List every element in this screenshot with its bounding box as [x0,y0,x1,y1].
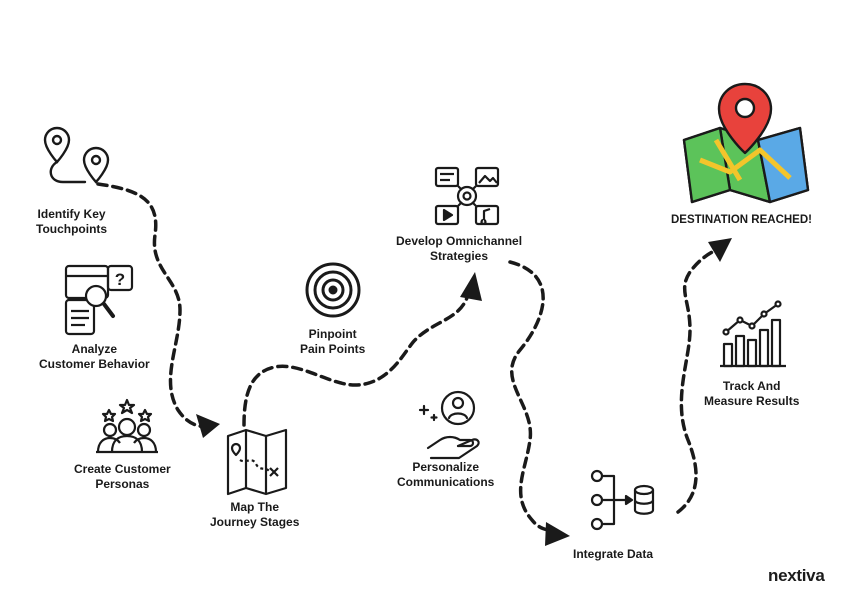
hand-user-icon [418,390,480,460]
arrowhead-2 [460,272,482,301]
group-stars-icon [96,398,158,454]
rising-bar-chart-icon [720,300,786,368]
step-label-integrate: Integrate Data [573,547,654,561]
treasure-map-icon [226,428,288,496]
journey-path-segment-3 [508,260,554,532]
brand-logo: nextiva [768,566,825,585]
journey-path-segment-2 [242,293,470,427]
journey-path-segment-1 [96,182,214,429]
arrowhead-4 [708,238,732,262]
journey-path-segment-4 [676,248,718,514]
map-pin-destination-icon [682,82,810,204]
arrowhead-3 [545,522,570,546]
omnichannel-gear-icon [434,166,500,226]
svg-text:?: ? [115,270,125,289]
magnifier-browser-icon: ? [64,264,134,336]
data-integration-icon [590,469,655,531]
target-icon [305,262,361,318]
arrowhead-1 [196,414,220,438]
location-pins-icon [43,126,110,184]
step-label-destination: DESTINATION REACHED! [671,214,812,226]
